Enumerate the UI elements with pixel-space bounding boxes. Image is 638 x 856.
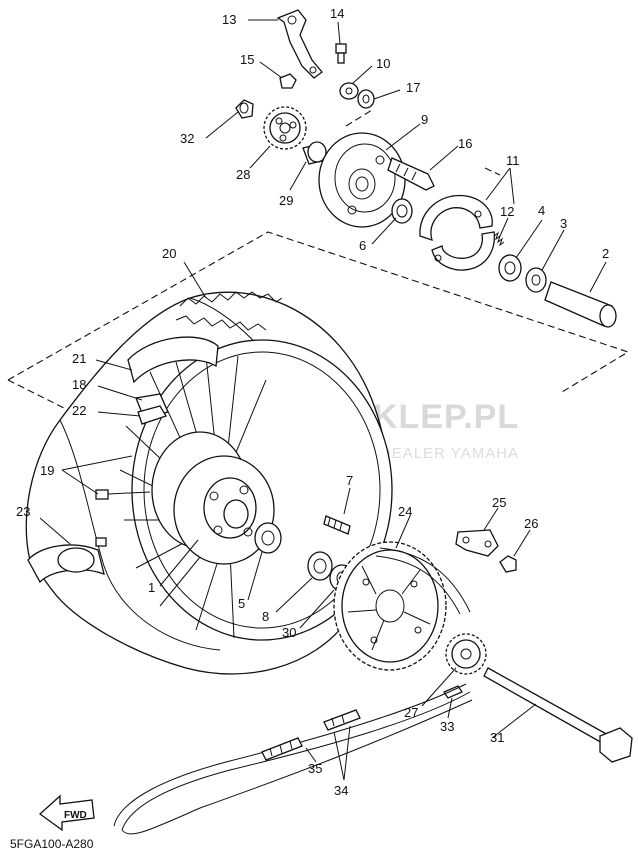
callout-1: 1 <box>148 580 155 595</box>
spring-12 <box>493 231 505 247</box>
brake-plate-9 <box>318 132 406 228</box>
callout-numbers: 13 14 15 10 17 32 28 9 16 11 29 12 4 3 6… <box>16 6 609 798</box>
bearing-4 <box>498 254 522 282</box>
nut-32 <box>235 99 254 119</box>
nut-15 <box>279 73 297 89</box>
callout-16: 16 <box>458 136 472 151</box>
callout-6: 6 <box>359 238 366 253</box>
callout-24: 24 <box>398 504 412 519</box>
brake-group-boundary <box>345 109 501 176</box>
callout-5: 5 <box>238 596 245 611</box>
camshaft-16 <box>387 157 435 191</box>
callout-18: 18 <box>72 377 86 392</box>
callout-28: 28 <box>236 167 250 182</box>
axle-31 <box>483 667 633 763</box>
callout-26: 26 <box>524 516 538 531</box>
rear-sprocket-24 <box>333 541 447 671</box>
callout-31: 31 <box>490 730 504 745</box>
sprocket-28 <box>263 106 307 150</box>
spoke-nipples-19 <box>95 489 151 500</box>
fwd-label: FWD <box>64 810 87 821</box>
callout-35: 35 <box>308 761 322 776</box>
bearing-5 <box>254 522 282 554</box>
callout-30: 30 <box>282 625 296 640</box>
callout-33: 33 <box>440 719 454 734</box>
callout-8: 8 <box>262 609 269 624</box>
seal-3 <box>525 267 547 293</box>
drive-sprocket-27 <box>445 633 487 675</box>
callout-2: 2 <box>602 246 609 261</box>
callout-14: 14 <box>330 6 344 21</box>
callout-19: 19 <box>40 463 54 478</box>
callout-23: 23 <box>16 504 30 519</box>
nut-17 <box>357 89 375 109</box>
bolt-14 <box>335 43 347 64</box>
callout-7: 7 <box>346 473 353 488</box>
cap-23 <box>27 537 107 584</box>
torque-arm <box>276 9 323 79</box>
callout-32: 32 <box>180 131 194 146</box>
callout-25: 25 <box>492 495 506 510</box>
callout-34: 34 <box>334 783 348 798</box>
seal-8 <box>307 551 333 581</box>
callout-17: 17 <box>406 80 420 95</box>
callout-10: 10 <box>376 56 390 71</box>
callout-11: 11 <box>506 153 520 168</box>
chain-joint-35 <box>261 709 361 761</box>
brake-shoes-11 <box>419 194 496 271</box>
drive-chain <box>113 547 473 835</box>
callout-27: 27 <box>404 705 418 720</box>
callout-9: 9 <box>421 112 428 127</box>
callout-12: 12 <box>500 204 514 219</box>
fwd-arrow-icon: FWD <box>38 794 95 832</box>
callout-4: 4 <box>538 203 545 218</box>
clip-33 <box>443 685 463 699</box>
leader-lines <box>39 19 607 781</box>
washer-10 <box>339 82 359 100</box>
callout-29: 29 <box>279 193 293 208</box>
callout-13: 13 <box>222 12 236 27</box>
collar-2 <box>544 281 617 328</box>
callout-21: 21 <box>72 351 86 366</box>
callout-3: 3 <box>560 216 567 231</box>
chain-guide-25 <box>455 529 499 557</box>
diagram-code: 5FGA100-A280 <box>10 837 94 851</box>
rim-band-21 <box>127 336 219 384</box>
callout-15: 15 <box>240 52 254 67</box>
rim-lock-22 <box>137 405 167 425</box>
wheel-hub-1 <box>151 431 275 565</box>
callout-20: 20 <box>162 246 176 261</box>
callout-22: 22 <box>72 403 86 418</box>
bolt-7 <box>323 515 351 535</box>
nut-26 <box>499 555 517 573</box>
seal-6 <box>391 198 413 224</box>
